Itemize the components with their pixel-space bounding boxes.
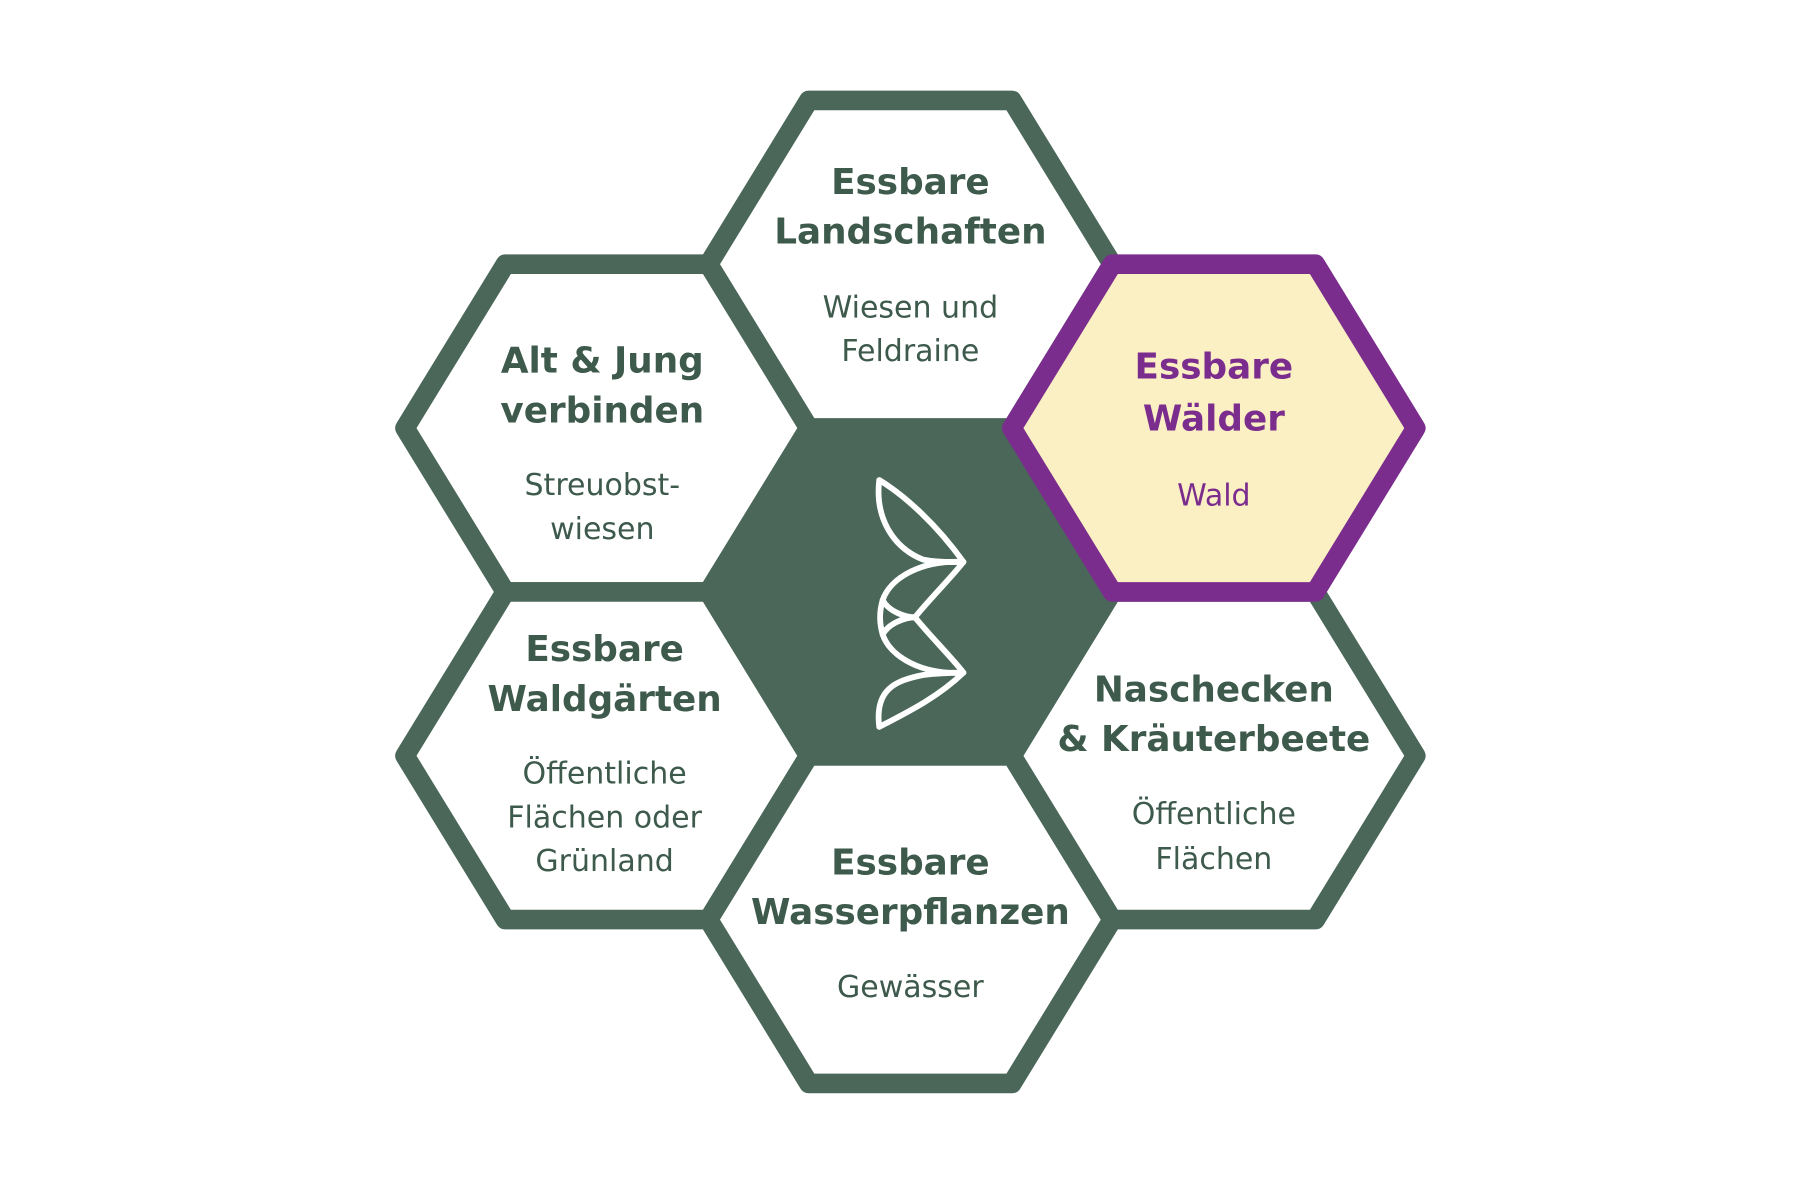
label-alt-jung-verbinden: Alt & Jung verbinden Streuobst- wiesen: [500, 341, 704, 547]
hex-essbare-waelder[interactable]: [1002, 254, 1426, 602]
hex-title: Essbare: [525, 629, 684, 670]
hex-subtitle: Flächen oder: [507, 800, 702, 835]
hex-title: Wälder: [1143, 398, 1285, 439]
label-naschecken: Naschecken & Kräuterbeete Öffentliche Fl…: [1057, 670, 1370, 877]
hex-title: Essbare: [831, 843, 990, 884]
hex-subtitle: Wiesen und: [823, 290, 999, 325]
hex-title: Essbare: [1135, 346, 1294, 387]
hex-title: Waldgärten: [487, 679, 721, 720]
hex-subtitle: Öffentliche: [523, 755, 687, 791]
hex-title: & Kräuterbeete: [1057, 719, 1370, 760]
hex-title: Alt & Jung: [501, 341, 704, 382]
hex-title: verbinden: [500, 390, 704, 431]
hex-subtitle: Gewässer: [837, 970, 984, 1005]
hex-title: Naschecken: [1094, 670, 1334, 711]
hex-subtitle: Feldraine: [841, 334, 979, 369]
label-essbare-waldgaerten: Essbare Waldgärten Öffentliche Flächen o…: [487, 629, 721, 879]
hex-title: Essbare: [831, 162, 990, 203]
hex-subtitle: Wald: [1177, 478, 1251, 513]
hex-subtitle: Grünland: [535, 844, 673, 879]
leaf-logo-icon: [875, 477, 967, 730]
hex-subtitle: wiesen: [550, 512, 654, 547]
label-essbare-waelder: Essbare Wälder Wald: [1135, 346, 1294, 513]
hex-title: Landschaften: [774, 211, 1046, 252]
hex-subtitle: Flächen: [1155, 842, 1272, 877]
hex-subtitle: Öffentliche: [1132, 796, 1296, 832]
hex-subtitle: Streuobst-: [525, 468, 681, 503]
label-essbare-landschaften: Essbare Landschaften Wiesen und Feldrain…: [774, 162, 1046, 369]
label-essbare-wasserpflanzen: Essbare Wasserpflanzen Gewässer: [751, 843, 1070, 1005]
hex-title: Wasserpflanzen: [751, 892, 1070, 933]
